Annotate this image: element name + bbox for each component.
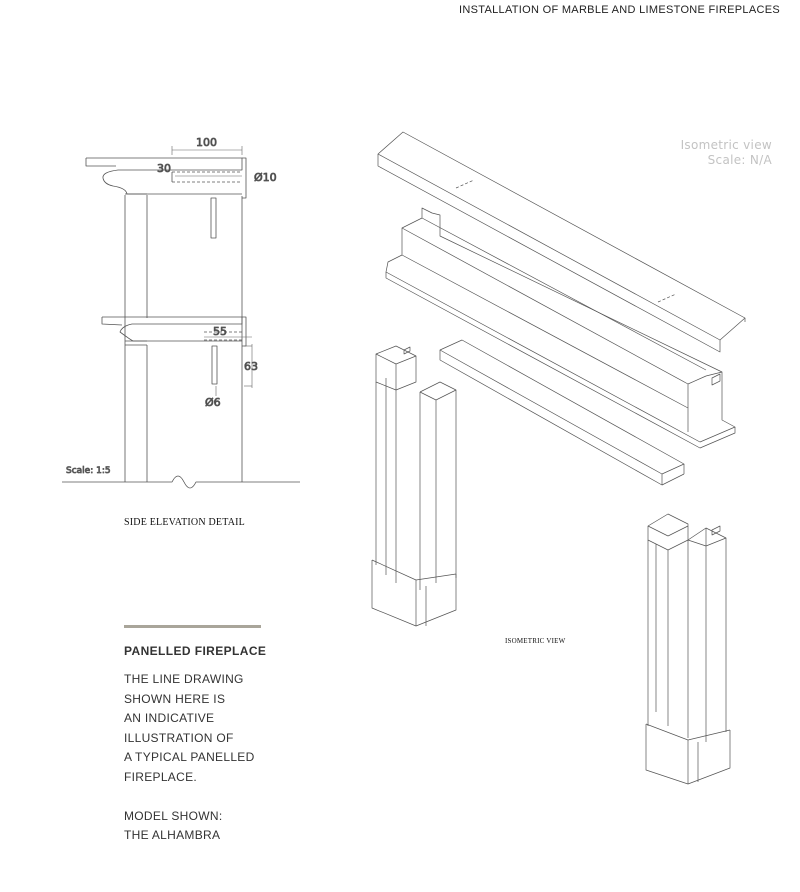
panel-title: PANELLED FIREPLACE	[124, 644, 267, 658]
dimension-55: 55	[213, 325, 227, 338]
dimension-30: 30	[157, 162, 171, 175]
isometric-drawing	[371, 131, 746, 785]
lower-moulding-profile	[102, 316, 243, 342]
iso-frieze-block	[385, 207, 736, 449]
dimension-lines	[171, 146, 253, 396]
iso-shelf-slab	[377, 131, 746, 353]
panel-line: MODEL SHOWN:	[124, 808, 223, 823]
iso-lower-bar	[439, 339, 685, 486]
top-shelf-profile	[86, 157, 243, 195]
dimension-100: 100	[196, 136, 217, 149]
iso-right-jamb	[645, 513, 731, 785]
panel-line	[124, 787, 255, 807]
isometric-note-line2: Scale: N/A	[707, 153, 772, 167]
panel-line: ILLUSTRATION OF	[124, 730, 234, 745]
floor-line	[62, 475, 300, 489]
dimension-diameter-6: Ø6	[205, 396, 221, 409]
panel-line: A TYPICAL PANELLED	[124, 750, 255, 764]
isometric-note-line1: Isometric view	[680, 138, 772, 152]
panel-description: THE LINE DRAWING SHOWN HERE IS AN INDICA…	[124, 670, 255, 846]
iso-left-jamb	[371, 345, 457, 627]
panel-line: THE LINE DRAWING	[124, 672, 244, 686]
panel-line: THE ALHAMBRA	[124, 828, 221, 842]
side-elevation-caption: SIDE ELEVATION DETAIL	[124, 517, 245, 528]
document-header-title: INSTALLATION OF MARBLE AND LIMESTONE FIR…	[459, 4, 780, 16]
panel-line: SHOWN HERE IS	[124, 691, 226, 706]
panel-line: AN INDICATIVE	[124, 711, 215, 725]
dimension-63: 63	[244, 360, 258, 373]
side-elevation-scale: Scale: 1:5	[66, 466, 111, 476]
panel-line: FIREPLACE.	[124, 769, 198, 784]
side-elevation-drawing: 100 30 Ø10 55 63 Ø6 Scale: 1:5	[62, 136, 300, 489]
section-divider	[124, 625, 261, 628]
dimension-diameter-10: Ø10	[254, 171, 277, 184]
isometric-scale-note: Isometric view Scale: N/A	[681, 138, 772, 168]
isometric-caption: ISOMETRIC VIEW	[505, 637, 566, 645]
